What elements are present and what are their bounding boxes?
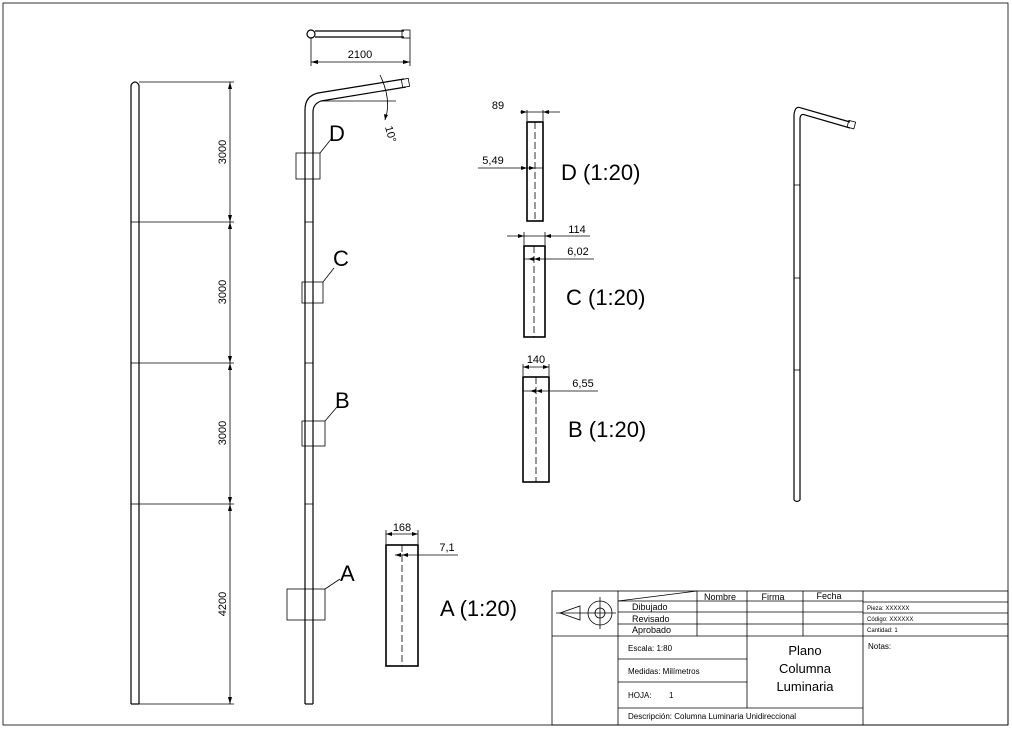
section-b-width: 140 — [527, 354, 545, 366]
tb-descripcion: Descripción: Columna Luminaria Unidirecc… — [628, 712, 796, 721]
section-a-title: A (1:20) — [440, 596, 517, 621]
section-c-title: C (1:20) — [566, 285, 645, 310]
tb-hoja-value: 1 — [669, 691, 674, 700]
section-d — [478, 110, 560, 222]
section-d-thickness: 5,49 — [482, 155, 503, 167]
dim-seg2: 3000 — [217, 280, 229, 304]
section-a-width: 168 — [393, 522, 411, 534]
tb-hoja-label: HOJA: — [628, 691, 652, 700]
dim-top-width: 2100 — [348, 49, 372, 61]
tb-medidas: Medidas: Milímetros — [628, 667, 700, 676]
tb-plano-line1: Plano — [788, 643, 821, 658]
dim-seg3: 3000 — [217, 421, 229, 445]
tb-row-dibujado: Dibujado — [632, 602, 668, 612]
section-d-width: 89 — [492, 100, 504, 112]
pole-isometric-view — [793, 106, 857, 503]
pole-side-view — [130, 81, 234, 705]
callout-c: C — [333, 246, 349, 271]
tb-header-firma: Firma — [762, 592, 785, 602]
dim-seg1: 3000 — [217, 140, 229, 164]
section-b-thickness: 6,55 — [572, 378, 593, 390]
tb-header-nombre: Nombre — [704, 592, 736, 602]
section-a-thickness: 7,1 — [439, 542, 454, 554]
section-c-width: 114 — [568, 224, 586, 236]
tb-plano-line2: Columna — [779, 661, 832, 676]
tb-row-aprobado: Aprobado — [632, 625, 671, 635]
tb-header-fecha: Fecha — [816, 591, 841, 601]
tb-notas: Notas: — [868, 642, 891, 651]
tb-plano-line3: Luminaria — [776, 679, 834, 694]
section-b — [522, 364, 598, 483]
tb-escala: Escala: 1:80 — [628, 644, 673, 653]
section-c — [507, 232, 594, 338]
callout-d: D — [329, 121, 345, 146]
dim-seg4: 4200 — [217, 592, 229, 616]
pole-front-view — [286, 29, 411, 705]
section-d-title: D (1:20) — [561, 160, 640, 185]
title-block — [551, 590, 1009, 726]
tb-pieza: Pieza: XXXXXX — [867, 606, 909, 612]
dim-angle: 10° — [382, 125, 398, 144]
tb-codigo: Código: XXXXXX — [867, 617, 913, 623]
callout-a: A — [340, 561, 355, 586]
callout-b: B — [335, 388, 350, 413]
section-b-title: B (1:20) — [568, 417, 646, 442]
tb-row-revisado: Revisado — [632, 614, 670, 624]
section-c-thickness: 6,02 — [567, 246, 588, 258]
section-a — [385, 530, 458, 667]
tb-cantidad: Cantidad: 1 — [867, 628, 898, 634]
